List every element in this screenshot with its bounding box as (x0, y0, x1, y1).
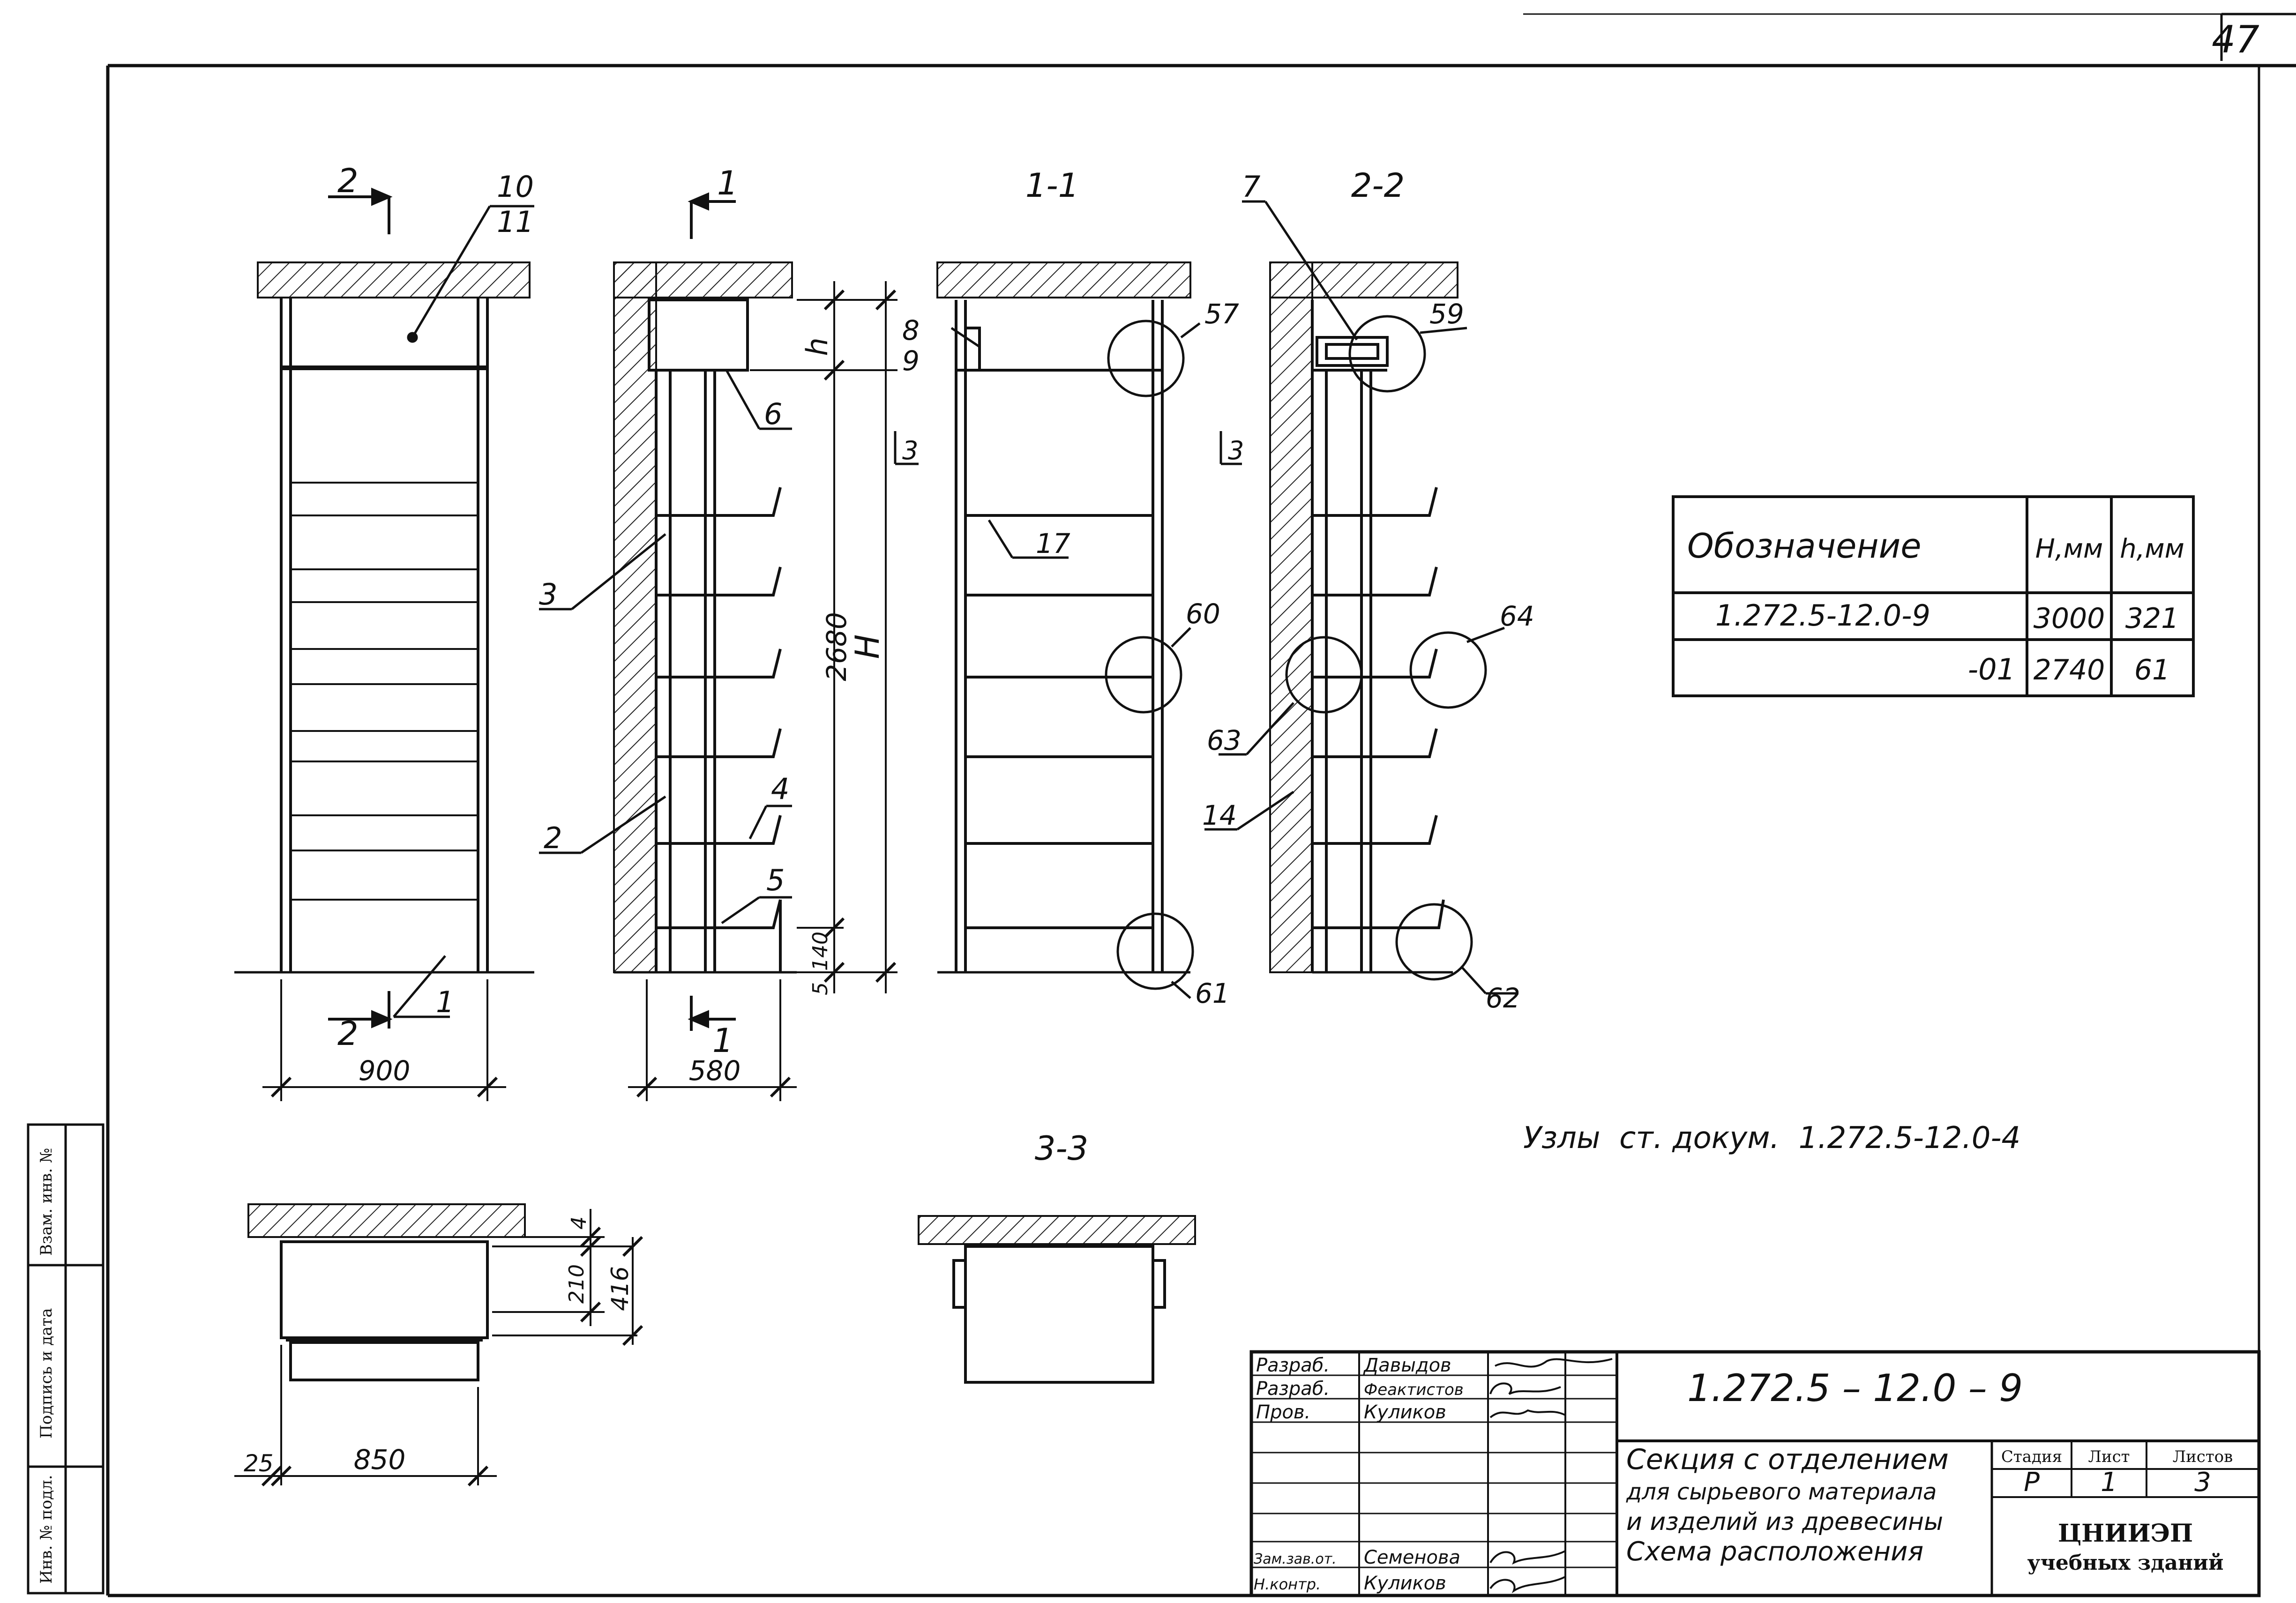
side-callout-6: 6 (764, 397, 782, 431)
side-callout-3: 3 (539, 577, 557, 611)
table-header-designation: Обозначение (1687, 526, 1922, 566)
section-1-1-callout-57: 57 (1204, 298, 1239, 330)
title-name-1: Феактистов (1364, 1380, 1464, 1399)
section-2-2-callout-64: 64 (1500, 600, 1534, 632)
section-1-1-callout-9: 9 (902, 345, 920, 377)
plan-dim-850: 850 (354, 1444, 406, 1476)
section-1-1-title: 1-1 (1025, 166, 1079, 205)
side-dim-H: H (848, 634, 887, 659)
title-role-3: Зам.зав.от. (1254, 1551, 1337, 1567)
plan-view: 4 210 416 25 850 (234, 1203, 643, 1487)
title-block (1249, 1350, 2261, 1597)
section-1-1-callout-61: 61 (1195, 977, 1230, 1009)
front-view: 2 2 10 11 1 900 (234, 162, 534, 1101)
front-section-mark-bottom: 2 (337, 1014, 359, 1053)
section-1-1: 1-1 8 (894, 166, 1244, 1009)
table-header-H: H,мм (2035, 534, 2103, 564)
sheets-label: Листов (2173, 1447, 2233, 1466)
front-callout-11: 11 (497, 205, 534, 239)
table-row-1-designation: -01 (1968, 652, 2015, 686)
strip-sign-label: Подпись и дата (37, 1308, 56, 1439)
drawing-title-line-4: Схема расположения (1626, 1536, 1923, 1567)
side-dim-h: h (800, 337, 834, 356)
sheet-number: 47 (2212, 18, 2259, 61)
nodes-note: Узлы ст. докум. 1.272.5-12.0-4 (1523, 1121, 2020, 1156)
section-2-2-callout-59: 59 (1429, 298, 1464, 330)
table-row-1-h: 61 (2134, 654, 2170, 686)
sheets-value: 3 (2194, 1467, 2211, 1498)
front-callout-1: 1 (436, 985, 454, 1019)
strip-inv-label: Инв. № подл. (37, 1475, 56, 1584)
table-row-0-h: 321 (2125, 602, 2179, 635)
front-callout-10: 10 (497, 170, 534, 204)
side-callout-4: 4 (771, 772, 789, 806)
section-2-2-callout-63: 63 (1207, 724, 1241, 756)
table-row-0-H: 3000 (2034, 602, 2105, 635)
title-name-4: Куликов (1364, 1573, 1446, 1594)
section-1-1-cut-mark-left: 3 (902, 436, 918, 465)
title-name-3: Семенова (1364, 1547, 1460, 1568)
section-1-1-callout-17: 17 (1036, 528, 1070, 559)
title-name-0: Давыдов (1363, 1355, 1451, 1376)
drawing-code: 1.272.5 – 12.0 – 9 (1687, 1366, 2023, 1410)
section-1-1-callout-60: 60 (1186, 598, 1220, 630)
side-view: 1 1 6 3 2 4 5 h 268 (539, 164, 897, 1101)
section-2-2-callout-7: 7 (1242, 170, 1260, 204)
plan-dim-210: 210 (565, 1264, 589, 1304)
title-role-0: Разраб. (1256, 1355, 1330, 1376)
section-2-2: 2-2 (1202, 166, 1534, 1014)
plan-dim-416: 416 (606, 1266, 634, 1311)
side-dim-5: 5 (808, 982, 832, 995)
front-section-mark-top: 2 (337, 162, 359, 200)
section-2-2-callout-14: 14 (1202, 799, 1237, 831)
organization-name: ЦНИИЭП (2058, 1519, 2193, 1548)
drawing-title-line-3: и изделий из древесины (1626, 1508, 1943, 1536)
stage-label: Стадия (2001, 1447, 2062, 1466)
stage-value: Р (2024, 1467, 2040, 1498)
title-role-1: Разраб. (1256, 1378, 1330, 1400)
drawing-title-line-1: Секция с отделением (1626, 1443, 1949, 1476)
section-3-3-title: 3-3 (1035, 1129, 1088, 1168)
section-3-3: 3-3 (918, 1129, 1196, 1384)
parameter-table (1672, 495, 2195, 697)
plan-dim-25: 25 (244, 1450, 274, 1477)
section-2-2-callout-62: 62 (1486, 982, 1520, 1014)
side-callout-2: 2 (544, 821, 562, 855)
signatures (1489, 1358, 1613, 1594)
side-dim-2680: 2680 (821, 612, 853, 681)
plan-dim-4: 4 (567, 1216, 591, 1230)
side-section-mark-top: 1 (717, 164, 738, 202)
title-name-2: Куликов (1364, 1402, 1446, 1423)
table-header-h: h,мм (2120, 534, 2184, 564)
section-1-1-callout-8: 8 (902, 314, 920, 346)
side-section-mark-bottom: 1 (712, 1021, 733, 1060)
section-2-2-title: 2-2 (1351, 166, 1405, 205)
front-width-dim: 900 (359, 1055, 411, 1087)
drawing-title-line-2: для сырьевого материала (1626, 1479, 1937, 1505)
title-role-2: Пров. (1256, 1402, 1310, 1423)
table-row-1-H: 2740 (2034, 654, 2105, 686)
section-1-1-cut-mark-right: 3 (1228, 436, 1244, 465)
sheet-label: Лист (2088, 1447, 2130, 1466)
sheet-value: 1 (2101, 1467, 2117, 1498)
strip-replace-label: Взам. инв. № (37, 1148, 56, 1256)
left-strip (27, 1123, 105, 1595)
side-width-dim: 580 (689, 1055, 741, 1087)
organization-sub: учебных зданий (2027, 1551, 2224, 1575)
title-role-4: Н.контр. (1254, 1575, 1321, 1593)
side-callout-5: 5 (766, 863, 785, 897)
side-dim-140: 140 (808, 932, 832, 971)
table-row-0-designation: 1.272.5-12.0-9 (1715, 598, 1930, 633)
